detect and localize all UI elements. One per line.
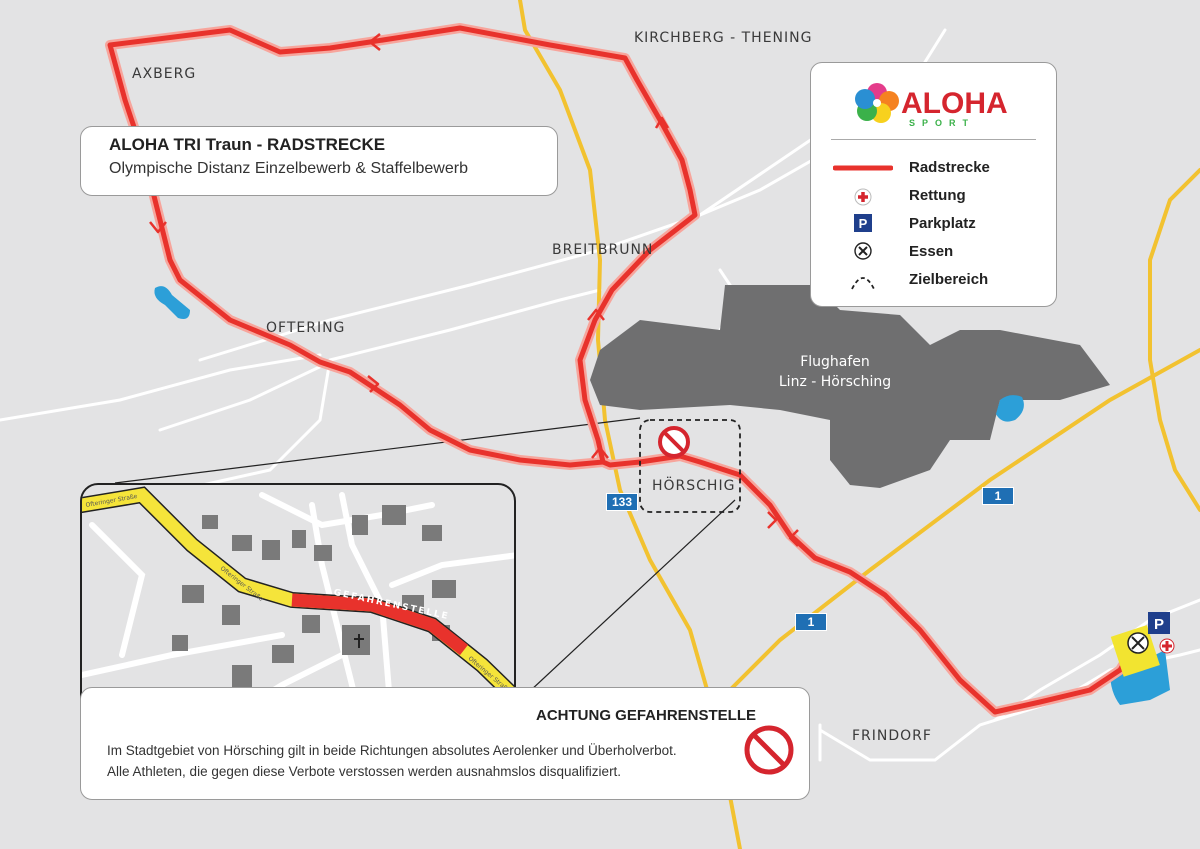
warning-line-1: Im Stadtgebiet von Hörsching gilt in bei… [107, 743, 677, 758]
arrow-marker [654, 116, 670, 129]
red-cross-icon [854, 188, 872, 206]
airport-area [590, 285, 1110, 488]
no-entry-icon [744, 725, 794, 775]
warning-title: ACHTUNG GEFAHRENSTELLE [536, 707, 757, 724]
finish-arc-icon [851, 277, 875, 290]
parking-icon: P [854, 214, 872, 232]
title-sub: Olympische Distanz Einzelbewerb & Staffe… [109, 160, 468, 177]
airport-subname: Linz - Hörsching [778, 374, 892, 390]
aloha-logo: ALOHA SPORT [855, 83, 1008, 128]
legend-label-zielbereich: Zielbereich [909, 271, 989, 288]
road-shield-133: 133 [606, 493, 638, 511]
arrow-marker [767, 511, 778, 529]
airport-name: Flughafen [800, 354, 870, 370]
logo-main: ALOHA [901, 87, 1008, 120]
arrow-marker [367, 375, 380, 393]
inset-danger-segment [291, 593, 469, 656]
inset-church-icon [348, 631, 370, 651]
road-shield-1-north: 1 [982, 487, 1014, 505]
svg-text:P: P [1154, 616, 1164, 633]
legend-label-radstrecke: Radstrecke [909, 159, 990, 176]
place-oftering: OFTERING [266, 320, 346, 336]
legend-separator [831, 139, 1036, 140]
arrow-marker [788, 529, 799, 547]
arrow-marker [591, 446, 609, 459]
title-main: ALOHA TRI Traun - RADSTRECKE [109, 135, 386, 154]
inset-connectors [114, 417, 736, 706]
place-frindorf: FRINDORF [852, 728, 932, 744]
svg-text:P: P [859, 216, 868, 231]
warning-box: ACHTUNG GEFAHRENSTELLE Im Stadtgebiet vo… [80, 687, 810, 800]
danger-zone-marker [639, 419, 741, 513]
hibiscus-icon [855, 83, 899, 123]
inset-detail-map: GEFAHRENSTELLE Ofteringer Straße Ofterin… [80, 483, 516, 726]
warning-text: Im Stadtgebiet von Hörsching gilt in bei… [107, 740, 757, 782]
arrow-marker [587, 308, 605, 321]
legend-label-essen: Essen [909, 243, 954, 260]
warning-line-2: Alle Athleten, die gegen diese Verbote v… [107, 764, 622, 779]
road-shield-1-south: 1 [795, 613, 827, 631]
place-kirchberg: KIRCHBERG - THENING [634, 30, 813, 46]
direction-arrows [149, 33, 799, 547]
airport-label: Flughafen Linz - Hörsching [740, 352, 930, 392]
legend-label-rettung: Rettung [909, 187, 966, 204]
legend-box: ALOHA SPORT Radstrecke Rettung P Parkpla… [810, 62, 1057, 307]
food-icon [854, 242, 872, 260]
parking-icon [1148, 612, 1170, 634]
logo-sub: SPORT [909, 118, 975, 128]
title-box: ALOHA TRI Traun - RADSTRECKE Olympische … [80, 126, 558, 196]
place-axberg: AXBERG [132, 66, 197, 82]
route-line-icon [833, 165, 893, 171]
arrow-marker [368, 33, 381, 51]
arrow-marker [149, 221, 167, 234]
legend-label-parkplatz: Parkplatz [909, 215, 976, 232]
place-hoerschig: HÖRSCHIG [652, 478, 736, 494]
place-breitbrunn: BREITBRUNN [552, 242, 654, 258]
finish-area: P [1110, 612, 1175, 677]
no-entry-icon [658, 426, 690, 458]
